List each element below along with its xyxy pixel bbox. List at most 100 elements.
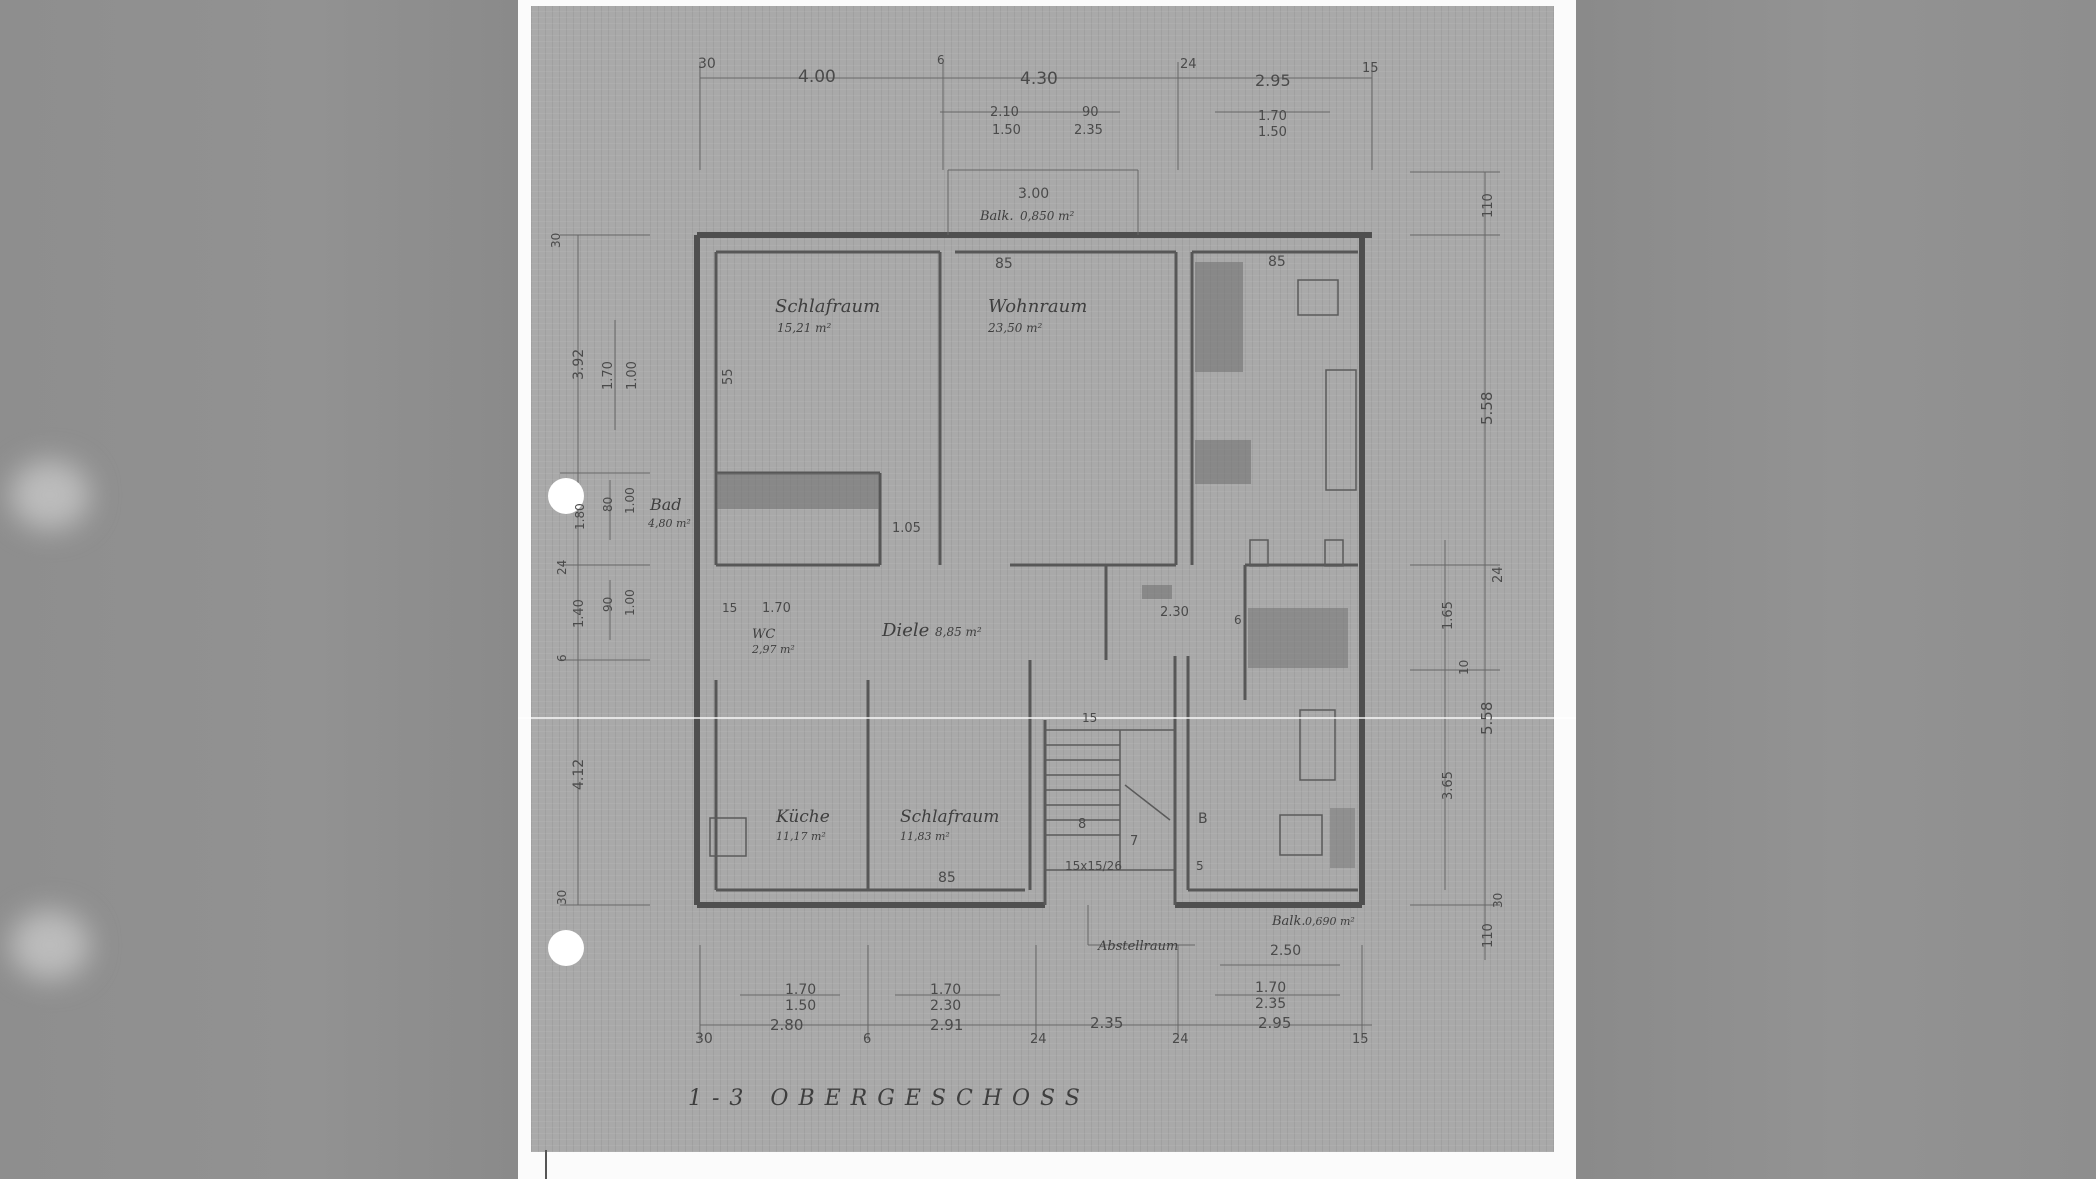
exterior-walls xyxy=(694,232,1372,908)
dim-label: 2.30 xyxy=(1160,605,1189,620)
dim-label: 1.70 xyxy=(1258,109,1287,124)
dim-label: 1.40 xyxy=(572,599,587,628)
dim-label: 2.95 xyxy=(1255,71,1291,90)
dim-label: 24 xyxy=(1172,1032,1189,1047)
dim-label: 15 xyxy=(1362,61,1379,76)
dim-label: 8 xyxy=(1078,817,1086,832)
dim-label: 2.30 xyxy=(930,998,961,1014)
scan-seam xyxy=(518,717,1576,719)
dimension-labels-right: 110 5.58 24 1.65 10 5.58 3.65 30 110 xyxy=(1441,193,1506,948)
dim-label: 4.30 xyxy=(1020,69,1058,89)
floor-plan-sheet xyxy=(531,6,1554,1152)
room-label-kueche: Küche xyxy=(775,807,830,827)
dim-label: 2.35 xyxy=(1090,1014,1123,1032)
dim-label: 5 xyxy=(1196,859,1204,873)
dimension-lines xyxy=(560,62,1500,1040)
dim-label: 1.50 xyxy=(992,123,1021,138)
dim-label: 2.10 xyxy=(990,105,1019,120)
dim-label: 6 xyxy=(937,53,945,67)
room-area-balkon-bottom: 0,690 m² xyxy=(1305,915,1355,928)
dim-label: 2.50 xyxy=(1270,943,1301,959)
punch-hole xyxy=(548,478,584,514)
dim-label: 90 xyxy=(1082,105,1099,120)
dim-label: 24 xyxy=(555,560,569,575)
dim-label: 5.58 xyxy=(1478,702,1496,735)
dim-label: 110 xyxy=(1481,193,1496,218)
blur-spot xyxy=(10,460,90,530)
interior-walls xyxy=(714,250,1358,905)
dim-label: 24 xyxy=(1491,566,1506,583)
background-blur-left xyxy=(0,0,518,1179)
dim-label: 2.95 xyxy=(1258,1014,1291,1032)
dim-label: 2.35 xyxy=(1074,123,1103,138)
dim-label: 30 xyxy=(555,890,569,905)
room-label-diele: Diele xyxy=(881,620,929,641)
dim-label: 24 xyxy=(1180,57,1197,72)
dim-label: 2.35 xyxy=(1255,996,1286,1012)
dim-label: 55 xyxy=(721,368,736,385)
furniture xyxy=(709,279,1357,857)
room-area-schlafraum2: 11,83 m² xyxy=(900,830,950,843)
dim-label: 1.65 xyxy=(1441,601,1456,630)
dim-label: 15x15/26 xyxy=(1065,859,1122,873)
room-area-schlafraum1: 15,21 m² xyxy=(777,321,832,335)
dimension-labels-top: 30 4.00 6 4.30 24 2.95 15 2.10 1.50 90 2… xyxy=(698,53,1379,202)
dim-label: 15 xyxy=(1352,1032,1369,1047)
dim-label: 85 xyxy=(995,256,1013,272)
dim-label: 6 xyxy=(555,654,569,662)
room-label-balkon-top: Balk. xyxy=(979,209,1013,224)
dimension-labels-bottom: 30 2.80 6 2.91 24 2.35 24 2.95 15 1.70 1… xyxy=(695,943,1369,1047)
dim-label: 1.70 xyxy=(762,601,791,616)
dim-label: 1.00 xyxy=(623,487,637,514)
dim-label: 15 xyxy=(1082,711,1097,725)
dim-label: 3.92 xyxy=(571,349,587,380)
room-area-balkon-top: 0,850 m² xyxy=(1020,209,1075,223)
dim-label: 80 xyxy=(601,497,615,512)
dim-label: 85 xyxy=(1268,254,1286,270)
dim-label: 15 xyxy=(722,601,737,615)
room-area-bad: 4,80 m² xyxy=(647,517,691,530)
room-area-diele: 8,85 m² xyxy=(935,625,982,639)
stairs xyxy=(1044,729,1176,871)
dim-label: 1.70 xyxy=(601,361,616,390)
room-label-balkon-bottom: Balk. xyxy=(1271,914,1305,929)
hatched-fixtures xyxy=(717,262,1355,868)
dim-label: 5.58 xyxy=(1478,392,1496,425)
room-area-wc: 2,97 m² xyxy=(751,643,795,656)
blur-spot xyxy=(10,910,90,980)
dim-label: 1.05 xyxy=(892,521,921,536)
dim-label: 24 xyxy=(1030,1032,1047,1047)
dim-label: 1.00 xyxy=(625,361,640,390)
dim-label: 7 xyxy=(1130,834,1138,849)
dim-label: 1.80 xyxy=(573,503,587,530)
dimension-labels-inner: 85 1.05 1.70 15 2.30 6 85 85 15 8 7 15x1… xyxy=(722,254,1286,886)
room-label-abstellraum: Abstellraum xyxy=(1097,939,1178,954)
room-label-bad: Bad xyxy=(649,495,682,514)
dim-label: 30 xyxy=(549,233,563,248)
dim-label: 30 xyxy=(698,56,716,72)
room-label-schlafraum1: Schlafraum xyxy=(775,296,880,317)
dim-label: 6 xyxy=(863,1032,871,1047)
room-label-wc: WC xyxy=(752,627,775,642)
dim-label: 1.70 xyxy=(785,982,816,998)
dimension-labels-left: 30 3.92 1.70 1.00 80 1.00 1.80 24 1.40 9… xyxy=(549,233,736,905)
dim-label: 10 xyxy=(1457,660,1471,675)
dim-label: 1.70 xyxy=(1255,980,1286,996)
dim-label: 4.12 xyxy=(571,759,587,790)
room-area-kueche: 11,17 m² xyxy=(776,830,826,843)
dim-label: 85 xyxy=(938,870,956,886)
dim-label: 30 xyxy=(695,1031,713,1047)
dim-label: 1.50 xyxy=(1258,125,1287,140)
room-label-wohnraum: Wohnraum xyxy=(988,296,1087,317)
dim-label: 30 xyxy=(1491,893,1505,908)
dim-label: 3.65 xyxy=(1441,771,1456,800)
dim-label: B xyxy=(1198,811,1208,827)
dim-label: 1.50 xyxy=(785,998,816,1014)
room-area-wohnraum: 23,50 m² xyxy=(987,321,1043,335)
punch-hole xyxy=(548,930,584,966)
drawing-title: 1-3 OBERGESCHOSS xyxy=(688,1086,1090,1111)
dim-label: 6 xyxy=(1234,613,1242,627)
dim-label: 3.00 xyxy=(1018,186,1049,202)
